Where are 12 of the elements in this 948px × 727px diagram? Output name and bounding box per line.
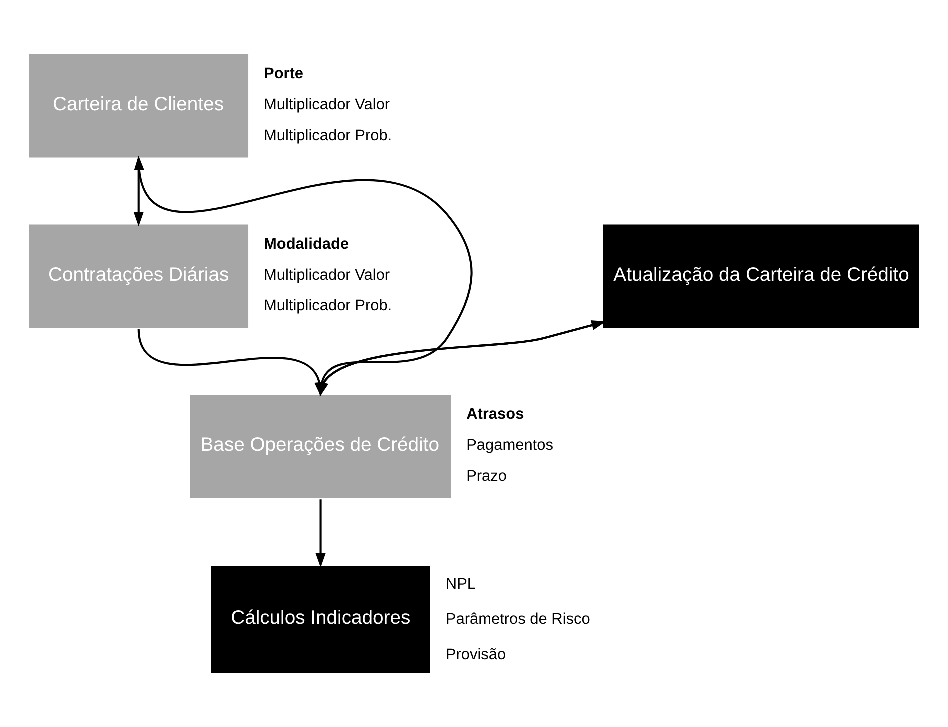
node-label: Multiplicador Prob. — [264, 127, 392, 144]
node-label: NPL — [446, 576, 476, 593]
node-label: Parâmetros de Risco — [446, 611, 590, 628]
node-label: Modalidade — [264, 236, 350, 253]
node-label: Atrasos — [466, 406, 524, 424]
node-label: Multiplicador Valor — [264, 266, 390, 284]
node-label: Multiplicador Valor — [264, 96, 390, 114]
node-label: Provisão — [446, 646, 506, 664]
node-label: Prazo — [466, 468, 508, 486]
node-label: Pagamentos — [466, 437, 554, 454]
node-label: Multiplicador Prob. — [264, 298, 392, 315]
node-label: Porte — [264, 65, 304, 82]
